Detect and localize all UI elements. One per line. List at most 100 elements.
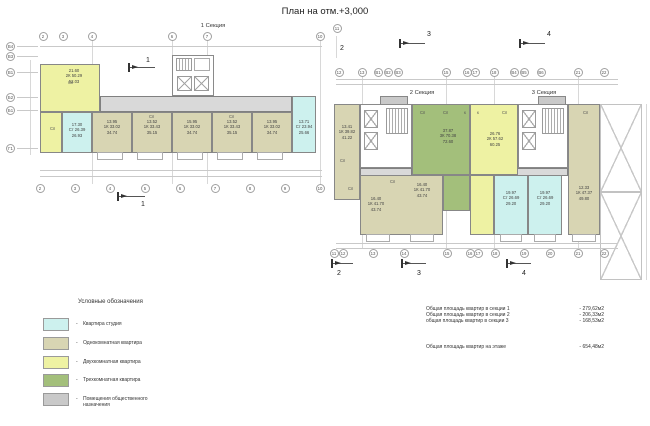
area-line: 26.76 bbox=[489, 131, 501, 136]
dimension-line bbox=[646, 104, 647, 280]
dimension-line bbox=[40, 46, 322, 47]
hatched-structure bbox=[600, 192, 642, 280]
legend-swatch-1k bbox=[43, 337, 69, 350]
dimension-line bbox=[40, 170, 322, 171]
section2-label: 2 Секция bbox=[409, 90, 435, 96]
balcony bbox=[217, 152, 243, 160]
section3-label: 3 Секция bbox=[531, 90, 557, 96]
apartment-label: 16.40 1К 41.70 43.74 bbox=[407, 182, 437, 198]
room-label: Сп bbox=[502, 110, 508, 115]
balcony bbox=[366, 234, 390, 242]
room-label: Сп bbox=[68, 80, 74, 85]
apartment-1k bbox=[568, 104, 600, 235]
room-label: Сп bbox=[50, 126, 56, 131]
section-cut-arrow bbox=[405, 261, 411, 265]
section-cut-arrow bbox=[523, 41, 529, 45]
summary-row: Общая площадь квартир в секции 2 - 206,3… bbox=[426, 312, 604, 318]
axis-circle: 6 bbox=[175, 184, 185, 193]
elevator-shaft bbox=[177, 76, 192, 91]
apartment-label: 17.30 Ст 26.39 26.93 bbox=[63, 122, 91, 138]
area-line: Ст 26.39 bbox=[68, 127, 86, 133]
section-cut-mark bbox=[521, 43, 545, 44]
stairs bbox=[542, 108, 564, 134]
axis-circle: 4 bbox=[105, 184, 115, 193]
balcony bbox=[137, 152, 163, 160]
area-line: 1К 41.70 bbox=[367, 201, 385, 207]
section-cut-mark bbox=[128, 63, 130, 72]
section-cut-mark bbox=[119, 196, 145, 197]
legend-dash: - bbox=[76, 340, 78, 346]
section-cut-number: 4 bbox=[522, 270, 526, 277]
hatched-structure bbox=[600, 104, 642, 192]
axis-circle: 22 bbox=[599, 67, 609, 77]
area-line: 2К 50.29 bbox=[65, 73, 83, 79]
section-cut-mark bbox=[401, 259, 403, 268]
area-line: 29.20 bbox=[505, 200, 517, 206]
elevator-shaft bbox=[522, 132, 536, 150]
dimension-line bbox=[30, 60, 31, 155]
stairs bbox=[176, 58, 192, 71]
area-line: 13.52 bbox=[226, 119, 238, 124]
section-cut-arrow bbox=[132, 65, 138, 69]
apartment-studio bbox=[292, 96, 316, 153]
axis-circle: 18 bbox=[490, 248, 500, 258]
room-label: Сп bbox=[348, 186, 354, 191]
apartment-label: 15.95 1К 33.02 34.74 bbox=[174, 119, 210, 135]
axis-circle: 11 bbox=[332, 23, 342, 33]
area-line: 21.60 bbox=[68, 68, 80, 73]
area-line: 26.93 bbox=[71, 132, 83, 138]
apartment-1k bbox=[212, 112, 252, 153]
area-line: 13.41 bbox=[341, 124, 353, 129]
area-line: 12.33 bbox=[578, 185, 590, 190]
axis-circle: 5 bbox=[140, 184, 150, 193]
apartment-label: 37.87 3К 70.38 72.60 bbox=[430, 128, 466, 144]
apartment-2k bbox=[470, 104, 518, 175]
apartment-studio bbox=[62, 112, 92, 153]
apartment-label: 19.97 Ст 26.69 29.20 bbox=[531, 190, 559, 206]
elevator-shaft bbox=[194, 76, 209, 91]
apartment-1k bbox=[172, 112, 212, 153]
area-line: 1К 33.02 bbox=[103, 124, 121, 130]
axis-circle: 22 bbox=[599, 248, 609, 258]
area-line: 1К 41.70 bbox=[413, 187, 431, 193]
legend-dash: - bbox=[76, 377, 78, 383]
area-line: 1К 33.02 bbox=[183, 124, 201, 130]
area-line: 13.95 bbox=[266, 119, 278, 124]
axis-circle: В6 bbox=[536, 67, 546, 77]
lobby bbox=[194, 58, 210, 71]
axis-circle: 17 bbox=[473, 248, 483, 258]
apartment-3k bbox=[412, 104, 470, 175]
room-label: Сп bbox=[420, 110, 426, 115]
section-cut-mark bbox=[403, 263, 426, 264]
section-cut-number: 4 bbox=[547, 31, 551, 38]
apartment-2k bbox=[40, 112, 62, 153]
section-cut-mark bbox=[130, 67, 155, 68]
area-line: 15.95 bbox=[186, 119, 198, 124]
area-line: 60.25 bbox=[489, 141, 501, 147]
axis-circle: 14 bbox=[399, 248, 409, 258]
area-line: 13.95 bbox=[106, 119, 118, 124]
axis-circle: Б2 bbox=[6, 92, 15, 102]
area-line: 34.74 bbox=[266, 129, 278, 135]
area-line: 25.66 bbox=[298, 129, 310, 135]
axis-circle: Г1 bbox=[6, 143, 15, 153]
corridor bbox=[100, 96, 292, 112]
balcony bbox=[257, 152, 283, 160]
section-cut-mark bbox=[401, 43, 425, 44]
axis-circle: 12 bbox=[334, 67, 344, 77]
page-title: План на отм.+3,000 bbox=[281, 6, 369, 17]
axis-circle: Б1 bbox=[6, 105, 15, 115]
summary-value: - 279,62м2 bbox=[579, 306, 604, 312]
area-line: 1К 33.02 bbox=[263, 124, 281, 130]
section-cut-mark bbox=[333, 263, 353, 264]
axis-circle: В1 bbox=[373, 67, 383, 77]
axis-circle: 8 bbox=[245, 184, 255, 193]
grid-line bbox=[320, 41, 321, 184]
legend-item: - Двухкомнатная квартира bbox=[43, 356, 213, 372]
summary-value: - 168,53м2 bbox=[579, 318, 604, 324]
section-cut-mark bbox=[399, 39, 401, 48]
axis-circle: 9 bbox=[280, 184, 290, 193]
axis-circle: 10 bbox=[315, 184, 325, 193]
section-cut-mark bbox=[331, 259, 333, 268]
legend-item: - Помещения общественного назначения bbox=[43, 393, 213, 409]
